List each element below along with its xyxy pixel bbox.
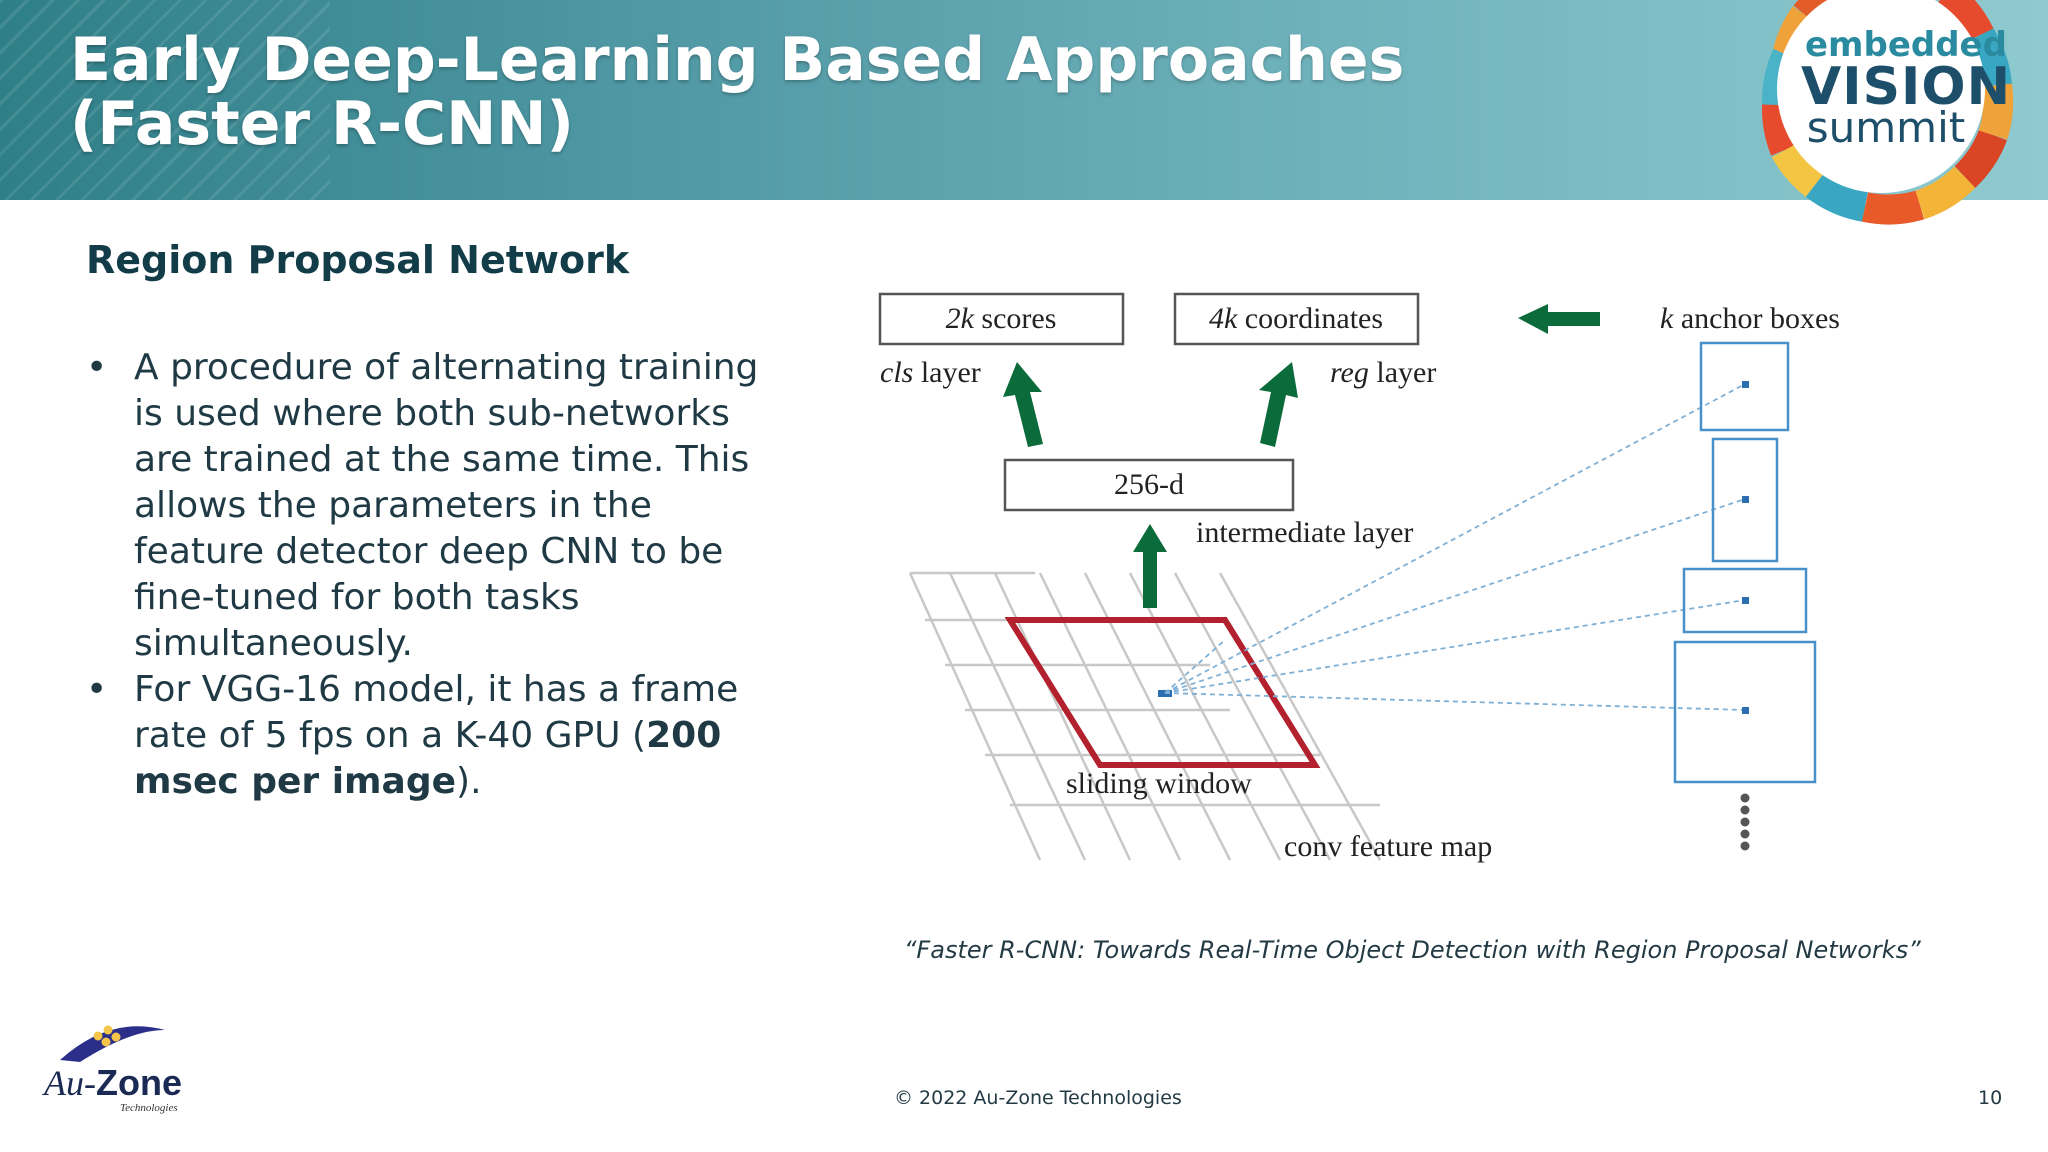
anchor-boxes-label: k anchor boxes [1660, 302, 1840, 335]
slide-title-line2: (Faster R-CNN) [70, 89, 574, 159]
intermediate-layer-label: intermediate layer [1196, 516, 1413, 549]
bullet-text-bold: 200 msec per image [134, 715, 722, 802]
anchor-box-1 [1699, 341, 1790, 432]
scores-label: 2k scores [946, 302, 1057, 335]
slide-title-line1: Early Deep-Learning Based Approaches [70, 25, 1405, 95]
bullet-text: A procedure of alternating training is u… [134, 347, 759, 664]
logo-circle [1777, 0, 1985, 193]
bullet-text-post: ). [456, 761, 482, 802]
header-texture [0, 0, 330, 200]
coordinates-box [1173, 292, 1420, 346]
arrow-up-cls-icon [1003, 362, 1043, 447]
intermediate-box-label: 256-d [1114, 468, 1184, 501]
au-zone-subtitle: Technologies [120, 1102, 178, 1114]
arrow-left-anchors-icon [1518, 304, 1600, 334]
conv-feature-map-grid [908, 571, 1382, 861]
more-anchors-ellipsis-icon [1740, 793, 1750, 851]
page-number: 10 [1978, 1087, 2003, 1109]
anchor-box-3 [1682, 567, 1808, 634]
slide-title: Early Deep-Learning Based Approaches (Fa… [70, 28, 1404, 156]
feature-map-label: conv feature map [1284, 830, 1492, 863]
embedded-vision-summit-logo: embedded VISION summit [1735, 0, 2035, 245]
anchor-projection-lines [1164, 383, 1746, 711]
intermediate-box [1003, 458, 1295, 512]
sliding-window-label: sliding window [1066, 767, 1252, 800]
section-title: Region Proposal Network [86, 238, 630, 282]
bullet-marker: • [86, 669, 108, 710]
citation: “Faster R-CNN: Towards Real-Time Object … [904, 936, 1921, 964]
arrow-up-intermediate-icon [1133, 524, 1167, 608]
green-arrows [1003, 304, 1600, 608]
bullet-marker: • [86, 347, 108, 388]
bullet-frame-rate: • For VGG-16 model, it has a frame rate … [86, 667, 786, 805]
logo-text-vision: VISION [1801, 57, 2012, 117]
anchor-boxes [1673, 341, 1817, 784]
cls-layer-label: cls layer [880, 356, 981, 389]
au-zone-logo: Au-Zone Technologies [40, 1020, 200, 1120]
anchor-centers [1742, 381, 1749, 714]
bullet-alternating-training: • A procedure of alternating training is… [86, 345, 786, 667]
bullet-text-pre: For VGG-16 model, it has a frame rate of… [134, 669, 739, 756]
logo-text-summit: summit [1806, 103, 1966, 152]
header-banner: Early Deep-Learning Based Approaches (Fa… [0, 0, 2048, 200]
rpn-diagram: 2k scores 4k coordinates cls layer reg l… [878, 292, 1840, 863]
coordinates-label: 4k coordinates [1209, 302, 1383, 335]
sliding-window-box [1004, 617, 1321, 768]
reg-layer-label: reg layer [1330, 356, 1436, 389]
anchor-box-4 [1673, 640, 1817, 784]
au-zone-wordmark: Au-Zone [44, 1062, 182, 1103]
scores-box [878, 292, 1125, 346]
anchor-box-2 [1711, 437, 1779, 563]
copyright-footer: © 2022 Au-Zone Technologies [894, 1087, 1182, 1109]
bullet-text: For VGG-16 model, it has a frame rate of… [134, 667, 786, 805]
au-zone-swoosh-icon [60, 1025, 165, 1062]
arrow-up-reg-icon [1259, 362, 1298, 447]
